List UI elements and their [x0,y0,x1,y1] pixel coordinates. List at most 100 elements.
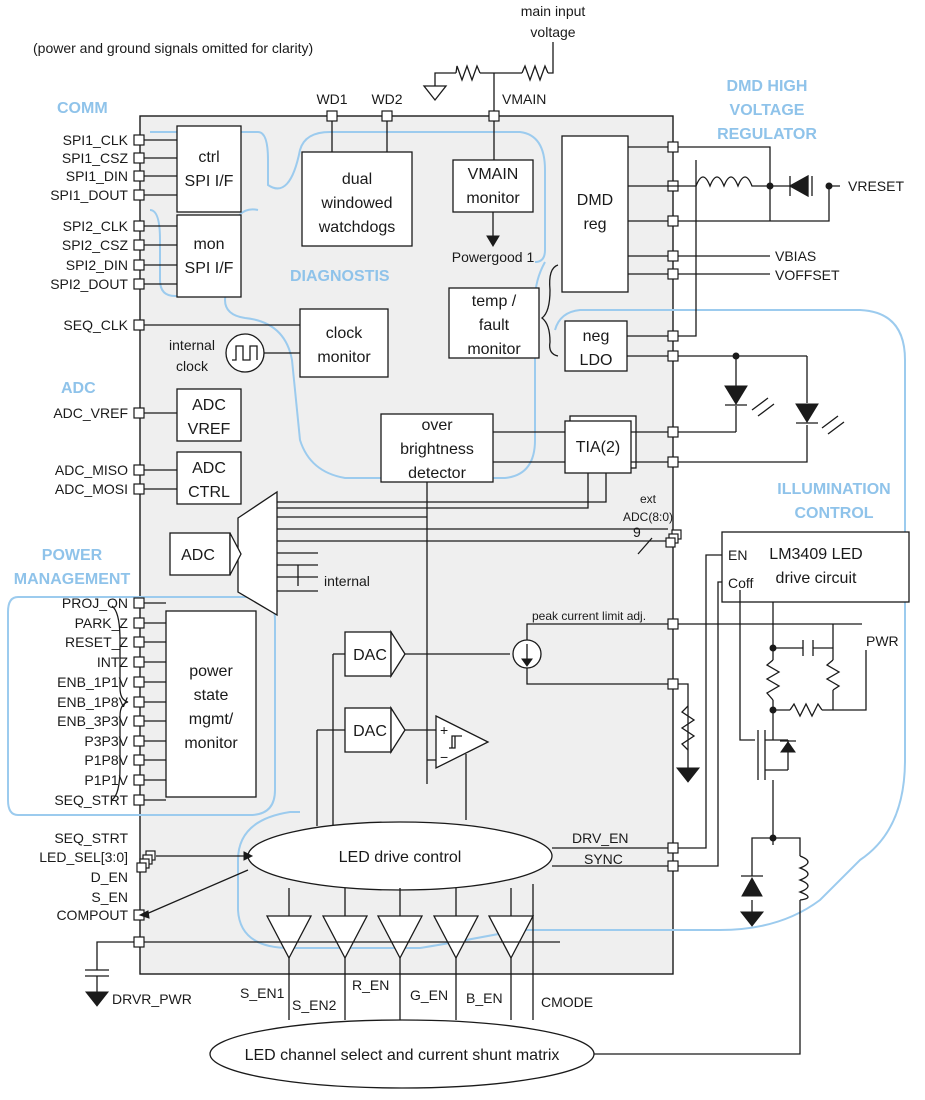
power-pin-pad [133,715,145,727]
led-pin-label: S_EN [91,889,128,905]
shunt-matrix-label: LED channel select and current shunt mat… [245,1047,560,1064]
ext-adc-pad-3 [665,537,676,548]
spi1-pin-pad [133,134,145,146]
drv-en-label: DRV_EN [572,830,629,846]
bottom-enable-label: B_EN [466,990,503,1006]
led-input-wires [143,855,249,916]
freewheel-ground [739,911,765,927]
light-arrows [751,397,845,435]
buck-wires [751,837,801,912]
photodiode-2 [795,403,819,423]
right-pin-pad [667,330,679,342]
spi2-pin-label: SPI2_CLK [63,218,129,234]
bottom-enable-label: S_EN1 [240,985,285,1001]
drv-en-wires [552,847,668,867]
right-pin-pad [667,456,679,468]
wd2-pad [381,110,393,122]
input-resistor-2 [455,64,481,82]
clock-waveform [232,345,258,361]
buffer-3 [376,915,424,960]
dmd-inductor [695,176,756,188]
spi1-pin-label: SPI1_CSZ [62,150,129,166]
dac-bottom-label: DAC [353,723,387,740]
adc-section-title: ADC [61,380,96,397]
adc-io-pin-label: ADC_MOSI [55,481,128,497]
power-pin-label: P1P1V [84,772,128,788]
freewheel-diode [741,876,763,897]
tia-label: TIA(2) [576,439,620,456]
buffer-2 [321,915,369,960]
power-brace [111,605,129,801]
vmain-pin-label: VMAIN [502,91,546,107]
mosfet-diode-bar [780,740,796,770]
vmain-pad [488,110,500,122]
omitted-signals-note: (power and ground signals omitted for cl… [33,40,313,56]
input-ground-triangle [422,85,448,102]
dac-top-label: DAC [353,647,387,664]
spi1-pin-pad [133,189,145,201]
right-pin-pad [667,215,679,227]
sense-ground [675,767,701,783]
led-sel-pad [136,862,147,873]
power-pin-label: ENB_3P3V [57,713,128,729]
seq-clk-label: SEQ_CLK [63,317,128,333]
lm3409-wires [678,554,862,867]
adc-mux [237,490,278,617]
input-resistor-1 [521,64,549,82]
wd1-pin-label: WD1 [316,91,347,107]
dac-top-tip [390,629,406,679]
temp-fault-block [448,287,540,359]
junction-dot-1 [766,182,774,190]
power-pin-pad [133,754,145,766]
spi1-pin-pad [133,170,145,182]
power-pin-pad [133,617,145,629]
tia-block [564,420,632,474]
power-pin-label: RESET_Z [65,634,128,650]
power-pin-label: SEQ_STRT [54,792,128,808]
buffer-1 [265,915,313,960]
powergood-label: Powergood 1 [452,249,535,265]
power-pin-pad [133,735,145,747]
adc-vref-pad [133,407,145,419]
pwr-resistor-h [789,702,823,718]
bus-width-label: 9 [633,524,641,540]
dac-top-block [344,631,392,677]
spi2-pin-label: SPI2_CSZ [62,237,129,253]
peak-current-label: peak current limit adj. [532,609,646,623]
spi1-pin-label: SPI1_CLK [63,132,129,148]
junction-dot-5 [769,706,777,714]
pwr-label: PWR [866,633,899,649]
right-pin-pad [667,268,679,280]
temp-brace [540,264,559,357]
diagnostics-section-title: DIAGNOSTIS [290,268,390,285]
spi2-pin-pad [133,239,145,251]
comm-halo-spi2 [149,209,215,297]
comm-group-halo [150,131,546,263]
adc-converter-block [169,532,231,576]
neg-ldo-block [564,320,628,372]
led-pin-label: D_EN [91,869,128,885]
buffer-row [265,884,535,1020]
power-pin-group: PROJ_ONPARK_ZRESET_ZINTZENB_1P1VENB_1P8V… [54,595,166,808]
spi2-pin-pad [133,259,145,271]
spi2-pin-pad [133,278,145,290]
adc-converter-label: ADC [181,547,215,564]
power-pin-label: P1P8V [84,752,128,768]
internal-clock-oscillator [225,333,265,373]
vreset-label: VRESET [848,178,904,194]
spi2-pin-label: SPI2_DOUT [50,276,128,292]
powergood-arrowhead [486,235,500,247]
buck-inductor [798,855,809,901]
drvr-pwr-label: DRVR_PWR [112,991,192,1007]
